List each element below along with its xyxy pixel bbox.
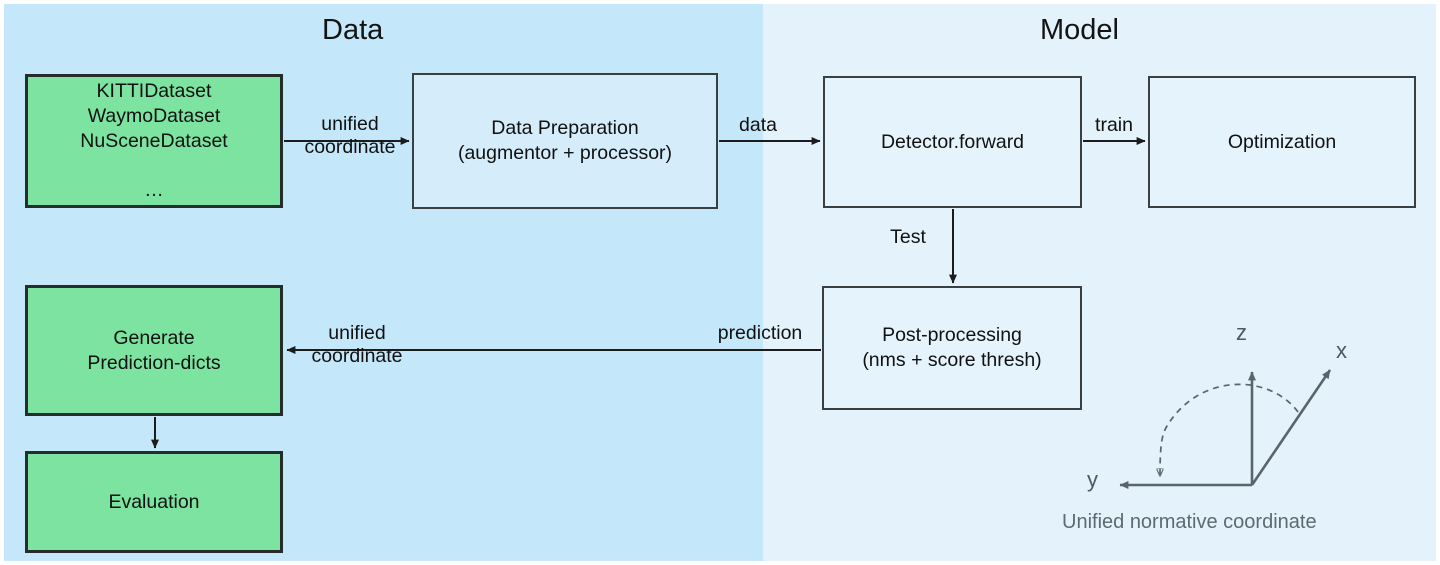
node-generate-prediction-dicts[interactable]: Generate Prediction-dicts — [25, 285, 283, 416]
edge-label-test: Test — [890, 226, 926, 248]
node-evaluation[interactable]: Evaluation — [25, 451, 283, 553]
axis-label-z: z — [1236, 320, 1247, 345]
edge-label-unified-coordinate-top: unified coordinate — [304, 113, 396, 158]
panel-data-title: Data — [322, 14, 384, 46]
axis-label-x: x — [1336, 338, 1347, 363]
edge-label-prediction: prediction — [717, 322, 803, 344]
edge-label-train: train — [1095, 114, 1133, 136]
axis-label-y: y — [1087, 467, 1098, 492]
node-data-preparation[interactable]: Data Preparation (augmentor + processor) — [412, 73, 718, 209]
edge-label-unified-coordinate-bottom: unified coordinate — [311, 322, 403, 367]
panel-model-title: Model — [1040, 14, 1119, 46]
node-datasets[interactable]: KITTIDataset WaymoDataset NuSceneDataset… — [25, 74, 283, 208]
node-post-processing[interactable]: Post-processing (nms + score thresh) — [822, 286, 1082, 410]
node-optimization[interactable]: Optimization — [1148, 76, 1416, 208]
edge-label-data: data — [739, 114, 777, 136]
coordinate-frame-caption: Unified normative coordinate — [1062, 511, 1317, 533]
node-detector-forward[interactable]: Detector.forward — [823, 76, 1082, 208]
